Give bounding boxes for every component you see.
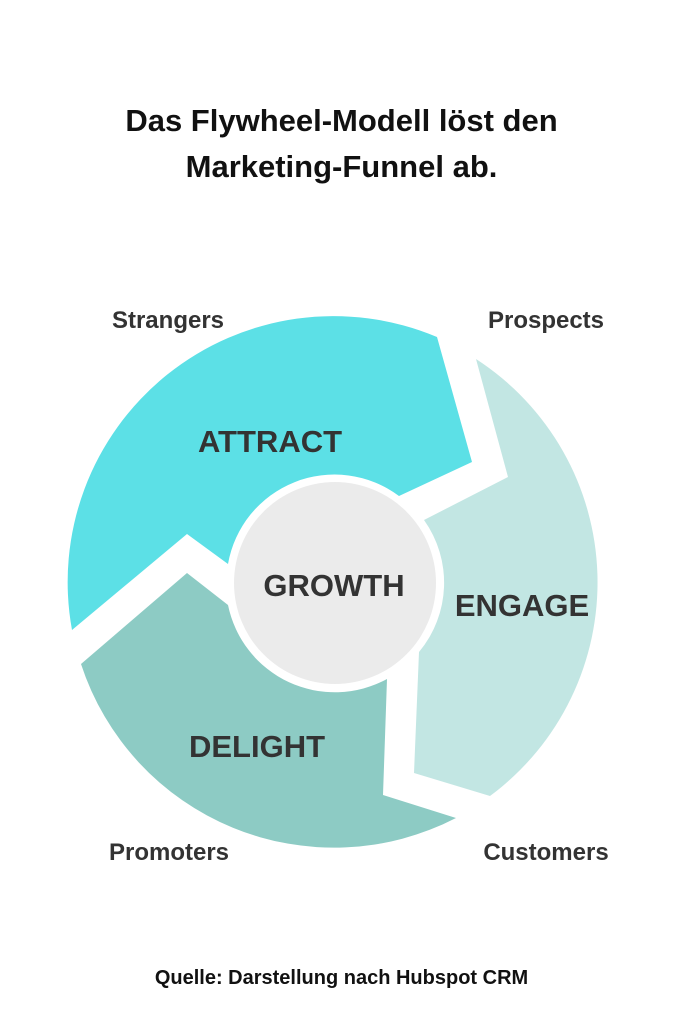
label-customers: Customers: [483, 839, 608, 866]
source-note: Quelle: Darstellung nach Hubspot CRM: [154, 967, 529, 989]
segment-delight: [81, 573, 456, 848]
segment-engage: [414, 359, 598, 796]
label-promoters: Promoters: [109, 839, 229, 866]
label-engage: ENGAGE: [455, 588, 589, 623]
label-strangers: Strangers: [112, 307, 224, 334]
segment-attract: [67, 316, 472, 630]
diagram-title: Das Flywheel-Modell löst den Marketing-F…: [0, 98, 683, 190]
title-line-2: Marketing-Funnel ab.: [185, 149, 498, 184]
label-attract: ATTRACT: [198, 424, 342, 459]
growth-hub: [234, 482, 436, 684]
label-prospects: Prospects: [488, 307, 604, 334]
title-line-1: Das Flywheel-Modell löst den: [125, 103, 558, 138]
label-growth: GROWTH: [263, 568, 404, 603]
label-delight: DELIGHT: [189, 729, 325, 764]
